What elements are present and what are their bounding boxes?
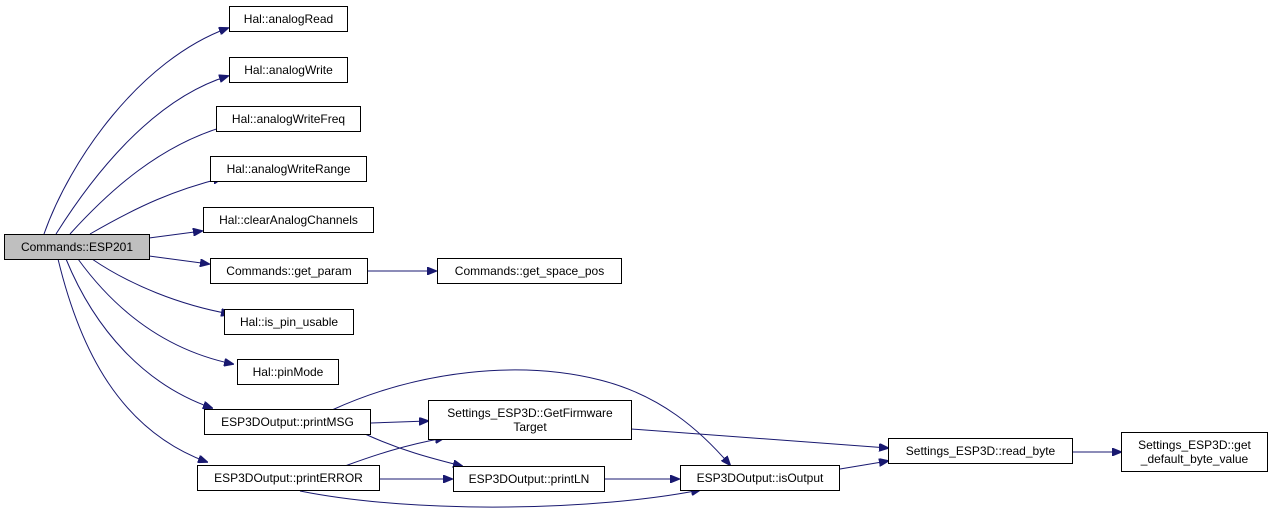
edge-esp201-to-clear-analog-channels (148, 231, 202, 239)
node-label: Hal::analogRead (243, 12, 334, 26)
node-label: Hal::analogWriteFreq (231, 112, 346, 126)
node-label: Commands::get_param (226, 264, 352, 278)
node-label: Settings_ESP3D::read_byte (905, 444, 1056, 458)
node-label: Hal::clearAnalogChannels (219, 213, 358, 227)
edge-esp201-to-analog-read (43, 28, 228, 235)
edge-is-output-to-read-byte (839, 461, 888, 470)
node-commands-get-param[interactable]: Commands::get_param (210, 258, 368, 284)
node-label-line2: Target (513, 420, 547, 434)
node-esp3doutput-is-output[interactable]: ESP3DOutput::isOutput (680, 465, 840, 491)
edge-esp201-to-analog-write (55, 76, 228, 235)
node-label: Commands::get_space_pos (454, 264, 605, 278)
edge-print-error-to-is-output (299, 490, 700, 508)
edge-print-msg-to-print-ln (364, 433, 462, 466)
node-commands-esp201: Commands::ESP201 (4, 234, 150, 260)
node-label: Commands::ESP201 (20, 240, 134, 254)
edge-esp201-to-analog-write-freq (69, 126, 226, 235)
node-hal-analog-write[interactable]: Hal::analogWrite (229, 57, 348, 83)
node-label: ESP3DOutput::printERROR (214, 471, 363, 485)
node-label: Hal::pinMode (252, 365, 324, 379)
node-settings-get-firmware-target[interactable]: Settings_ESP3D::GetFirmware Target (428, 400, 632, 440)
node-label: Hal::is_pin_usable (239, 315, 339, 329)
node-hal-pin-mode[interactable]: Hal::pinMode (237, 359, 339, 385)
edge-esp201-to-print-error (57, 258, 207, 462)
node-label: Hal::analogWriteRange (226, 162, 351, 176)
edge-esp201-to-pin-mode (77, 258, 233, 364)
edge-print-msg-to-is-output (331, 369, 730, 465)
node-settings-get-default-byte-value[interactable]: Settings_ESP3D::get _default_byte_value (1121, 432, 1268, 472)
node-settings-read-byte[interactable]: Settings_ESP3D::read_byte (888, 438, 1073, 464)
node-label-line2: _default_byte_value (1140, 452, 1249, 466)
node-hal-is-pin-usable[interactable]: Hal::is_pin_usable (224, 309, 354, 335)
node-label: ESP3DOutput::printMSG (221, 415, 354, 429)
node-esp3doutput-print-ln[interactable]: ESP3DOutput::printLN (453, 466, 605, 492)
edge-get-firmware-target-to-read-byte (630, 428, 888, 448)
node-label: ESP3DOutput::isOutput (696, 471, 824, 485)
node-label-line1: Settings_ESP3D::GetFirmware (447, 406, 613, 420)
edge-print-error-to-get-firmware-target (344, 438, 444, 467)
edge-esp201-to-print-msg (65, 258, 212, 408)
node-label-line1: Settings_ESP3D::get (1138, 438, 1251, 452)
node-label: ESP3DOutput::printLN (468, 472, 590, 486)
node-hal-analog-read[interactable]: Hal::analogRead (229, 6, 348, 32)
edge-esp201-to-is-pin-usable (91, 258, 230, 314)
edge-esp201-to-analog-write-range (89, 178, 222, 235)
edge-esp201-to-get-param (148, 255, 209, 264)
node-hal-analog-write-freq[interactable]: Hal::analogWriteFreq (216, 106, 361, 132)
node-label: Hal::analogWrite (244, 63, 333, 77)
node-esp3doutput-print-msg[interactable]: ESP3DOutput::printMSG (204, 409, 371, 435)
node-commands-get-space-pos[interactable]: Commands::get_space_pos (437, 258, 622, 284)
node-hal-clear-analog-channels[interactable]: Hal::clearAnalogChannels (203, 207, 374, 233)
edge-print-msg-to-get-firmware-target (370, 421, 428, 423)
node-hal-analog-write-range[interactable]: Hal::analogWriteRange (210, 156, 367, 182)
node-esp3doutput-print-error[interactable]: ESP3DOutput::printERROR (197, 465, 380, 491)
